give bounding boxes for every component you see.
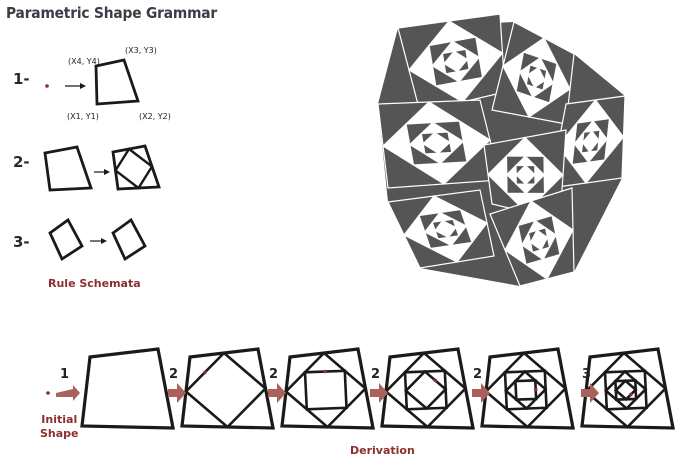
rule-1: (X4, Y4) (X3, Y3) (X1, Y1) (X2, Y2) [45, 46, 171, 121]
derivation-step-label: 3 [582, 367, 591, 382]
derivation-arrow [168, 383, 186, 403]
initial-point-dot [45, 84, 49, 88]
derivation-quad-outline [182, 349, 273, 428]
rule-2 [45, 146, 159, 190]
rule-2-inscribed-shape [116, 149, 153, 188]
derivation-step-label: 2 [473, 367, 482, 382]
derivation-arrow [268, 383, 286, 403]
derivation-step-3 [282, 349, 373, 428]
rule-3-right-shape [113, 220, 145, 259]
derivation-quad-outline [615, 380, 636, 399]
coord-label-x4y4: (X4, Y4) [68, 57, 100, 66]
derivation-quad-outline [482, 349, 573, 428]
rule-3 [50, 220, 145, 259]
derivation-quad-outline [405, 371, 447, 410]
marker-dot [534, 388, 538, 392]
marker-dot [203, 371, 207, 375]
rule-2-left-shape [45, 147, 91, 190]
derivation-sequence [56, 349, 673, 428]
derivation-step-5 [482, 349, 573, 428]
marker-dot [629, 393, 633, 397]
derivation-step-label: 2 [169, 367, 178, 382]
derivation-quad-outline [386, 353, 466, 427]
derivation-quad-outline [82, 349, 173, 428]
initial-point-dot [46, 391, 50, 395]
derivation-quad-outline [282, 349, 373, 428]
derivation-quad-outline [605, 371, 647, 410]
derivation-quad-outline [186, 353, 266, 427]
derivation-step-6 [582, 349, 673, 428]
derivation-arrow [56, 385, 80, 401]
derivation-quad-outline [486, 353, 566, 427]
coord-label-x1y1: (X1, Y1) [67, 112, 99, 121]
pattern-tile [388, 190, 494, 268]
derivation-step-labels: 1 2 2 2 2 3 [60, 367, 591, 382]
derivation-quad-outline [515, 380, 536, 399]
derivation-step-2 [182, 349, 273, 428]
pattern-tile [378, 100, 500, 188]
derivation-step-label: 2 [269, 367, 278, 382]
rule-arrow [65, 83, 86, 89]
shape-grammar-pattern [378, 14, 625, 286]
derivation-quad-outline [382, 349, 473, 428]
derivation-quad-outline [286, 353, 366, 427]
rule-arrow [90, 238, 107, 244]
derivation-step-label: 1 [60, 367, 69, 382]
derivation-step-label: 2 [371, 367, 380, 382]
derivation-quad-outline [616, 381, 636, 400]
derivation-quad-outline [506, 372, 546, 409]
derivation-quad-outline [586, 353, 666, 427]
derivation-quad-outline [606, 372, 646, 409]
rule-arrow [94, 169, 110, 175]
coord-label-x3y3: (X3, Y3) [125, 46, 157, 55]
derivation-quad-outline [406, 372, 446, 409]
derivation-step-1 [82, 349, 173, 428]
coord-label-x2y2: (X2, Y2) [139, 112, 171, 121]
derivation-quad-outline [305, 371, 347, 410]
marker-dot [323, 370, 327, 374]
derivation-quad-outline [505, 371, 547, 410]
derivation-step-4 [382, 349, 473, 428]
rule-1-quadrilateral [96, 60, 138, 104]
rule-3-left-shape [50, 220, 82, 259]
marker-dot [434, 379, 438, 383]
derivation-quad-outline [582, 349, 673, 428]
